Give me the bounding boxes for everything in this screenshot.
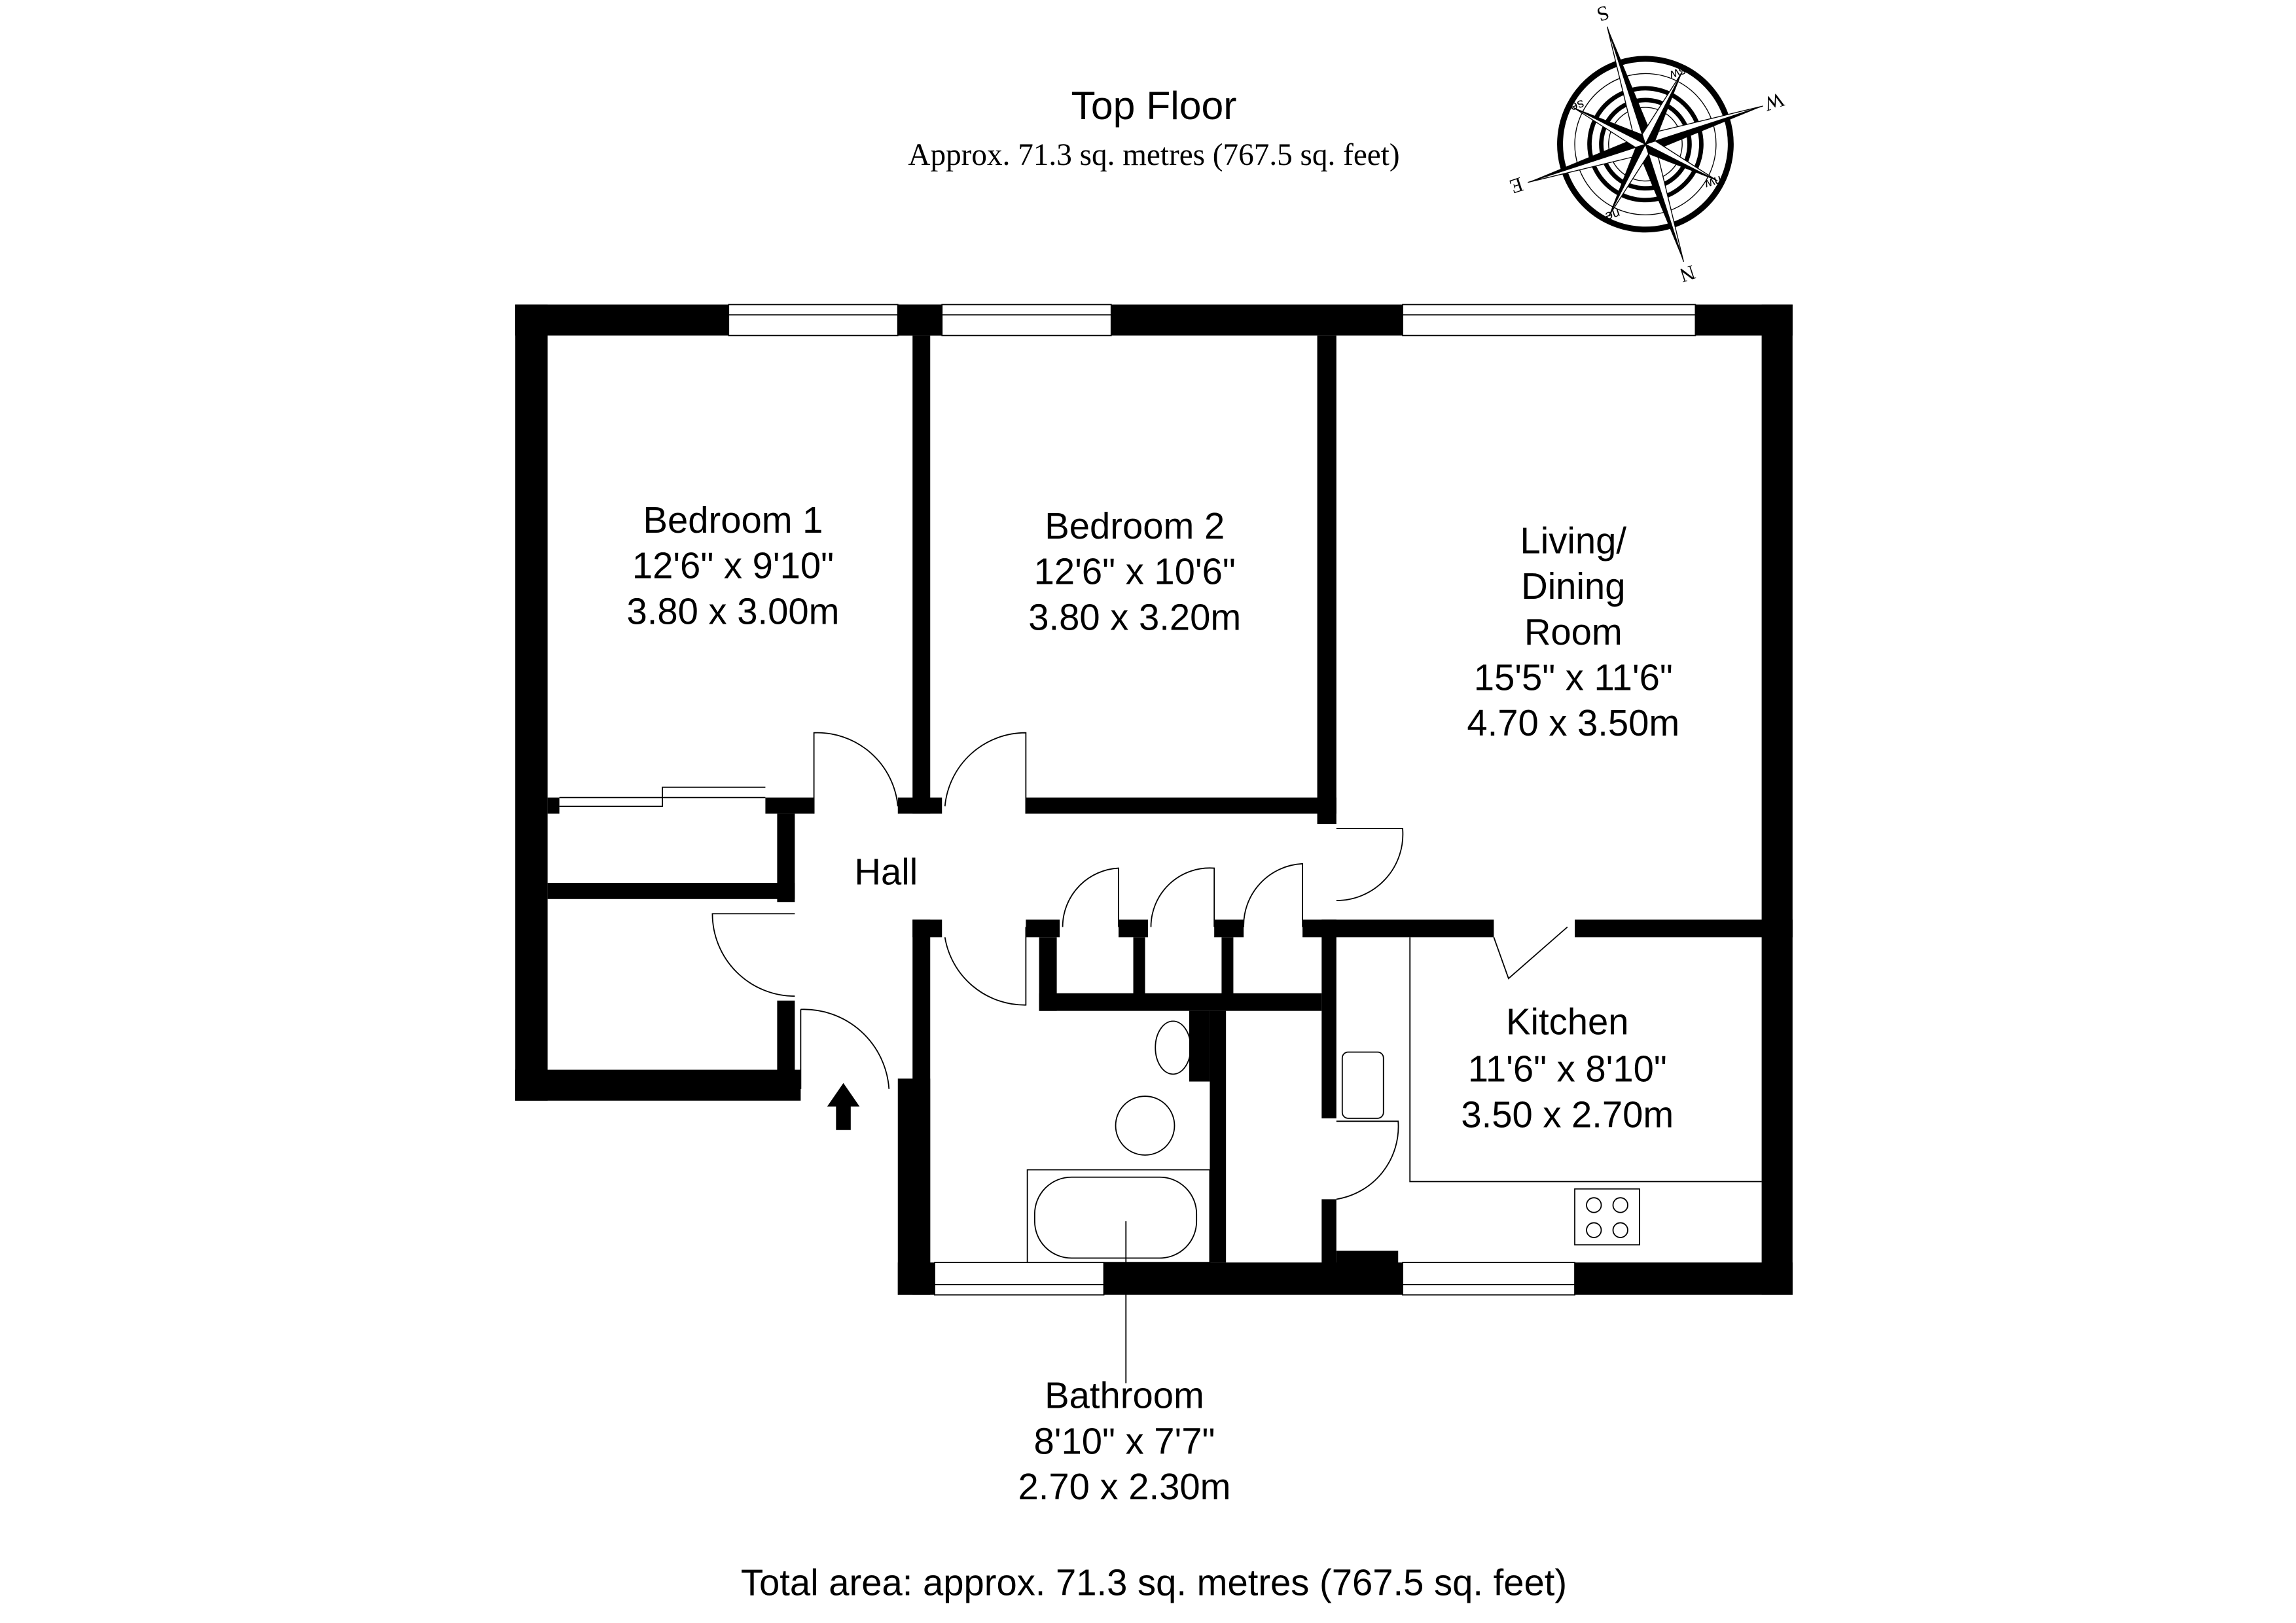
room-metric: 2.70 x 2.30m	[1018, 1466, 1231, 1507]
room-imperial: 12'6" x 10'6"	[1034, 551, 1236, 592]
room-name: Bathroom	[1045, 1375, 1204, 1416]
room-imperial: 15'5" x 11'6"	[1474, 657, 1673, 698]
room-hall: Hall	[854, 851, 918, 892]
windows	[728, 304, 1696, 1296]
room-kitchen: Kitchen 11'6" x 8'10" 3.50 x 2.70m	[1461, 1001, 1674, 1135]
room-living-dining: Living/ Dining Room 15'5" x 11'6" 4.70 x…	[1467, 520, 1679, 743]
floor-subtitle: Approx. 71.3 sq. metres (767.5 sq. feet)	[908, 138, 1399, 172]
room-bedroom2: Bedroom 2 12'6" x 10'6" 3.80 x 3.20m	[1028, 505, 1241, 637]
room-metric: 4.70 x 3.50m	[1467, 702, 1679, 743]
room-imperial: 12'6" x 9'10"	[632, 545, 834, 586]
compass-w: W	[1761, 88, 1787, 116]
doors	[559, 732, 1762, 1200]
total-area: Total area: approx. 71.3 sq. metres (767…	[741, 1561, 1567, 1603]
fixtures	[1026, 1020, 1640, 1383]
room-name: Bedroom 2	[1045, 505, 1225, 546]
room-name: Bedroom 1	[643, 499, 823, 541]
compass-rose-icon: N S E W ne nw se sw	[1507, 1, 1787, 287]
entrance-arrow-icon	[827, 1082, 860, 1130]
room-metric: 3.80 x 3.20m	[1028, 596, 1241, 637]
floor-title: Top Floor	[1071, 83, 1237, 128]
room-imperial: 11'6" x 8'10"	[1468, 1048, 1667, 1090]
compass-e: E	[1507, 173, 1526, 198]
room-name-3: Room	[1524, 611, 1623, 652]
room-imperial: 8'10" x 7'7"	[1034, 1420, 1215, 1461]
compass-n: N	[1677, 260, 1698, 287]
room-name: Kitchen	[1506, 1001, 1628, 1043]
room-bathroom: Bathroom 8'10" x 7'7" 2.70 x 2.30m	[1018, 1375, 1231, 1507]
room-metric: 3.80 x 3.00m	[626, 590, 839, 632]
room-metric: 3.50 x 2.70m	[1461, 1094, 1674, 1135]
room-name-2: Dining	[1521, 565, 1625, 607]
walls	[515, 304, 1793, 1295]
room-name-1: Living/	[1520, 520, 1627, 561]
compass-s: S	[1594, 1, 1611, 26]
room-bedroom1: Bedroom 1 12'6" x 9'10" 3.80 x 3.00m	[626, 499, 839, 632]
